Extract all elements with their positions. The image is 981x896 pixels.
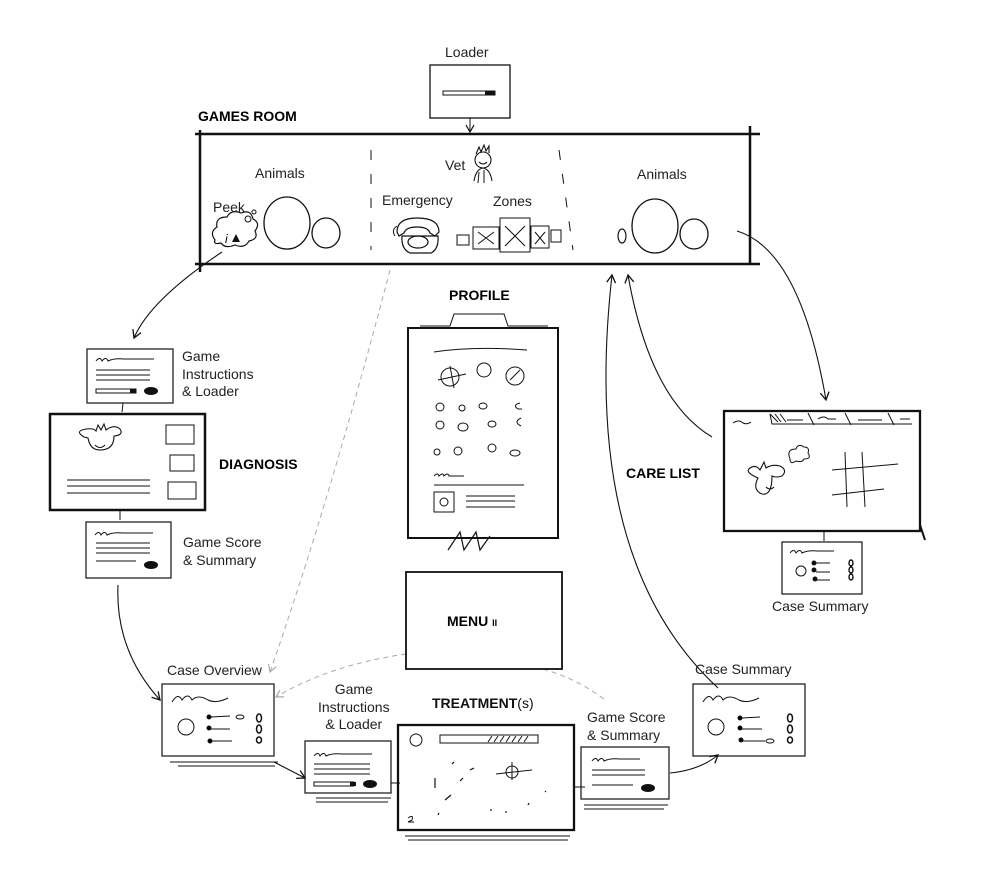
treatment-title-bold: TREATMENT <box>432 695 518 711</box>
dashed-menu-to-score <box>542 668 606 701</box>
label-line: & Loader <box>182 383 239 399</box>
diagnosis-screen[interactable] <box>48 412 207 512</box>
emergency-label: Emergency <box>382 192 453 208</box>
peek-label: Peek <box>213 199 245 215</box>
animal-eggs-right[interactable] <box>617 198 709 254</box>
svg-text:i: i <box>225 232 228 246</box>
diagnosis-instructions-label: Game Instructions & Loader <box>182 348 254 401</box>
diagnosis-instructions-card[interactable] <box>86 348 174 404</box>
menu-screen[interactable] <box>405 571 563 670</box>
dashed-menu-to-overview <box>274 653 407 698</box>
pause-icon: II <box>492 618 498 628</box>
arrow-score-to-overview <box>117 584 161 701</box>
treatment-title-suffix: (s) <box>517 695 534 711</box>
care-list-screen[interactable] <box>722 409 926 541</box>
animal-eggs-left[interactable] <box>263 196 341 250</box>
arrow-summary-to-games <box>605 273 719 689</box>
zone-divider-right <box>558 149 574 251</box>
care-list-title: CARE LIST <box>626 465 700 481</box>
label-line: Game Score <box>183 534 262 550</box>
label-line: & Summary <box>587 726 661 743</box>
left-animals-label: Animals <box>255 165 305 181</box>
vet-label: Vet <box>445 157 466 173</box>
label-line: Game Score <box>587 709 666 725</box>
zones-tiles[interactable] <box>456 217 562 253</box>
treatment-instructions-label: Game Instructions & Loader <box>318 681 390 734</box>
loader-box <box>429 64 511 134</box>
care-list-case-summary-card[interactable] <box>781 541 863 595</box>
label-line: Instructions <box>182 365 254 382</box>
loader-label: Loader <box>445 44 489 60</box>
care-list-case-summary-label: Case Summary <box>772 598 869 614</box>
peek-cloud-icon[interactable]: i <box>211 209 259 248</box>
menu-title: MENU II <box>447 613 497 629</box>
connector <box>121 402 124 413</box>
diagnosis-title: DIAGNOSIS <box>219 456 298 472</box>
games-room-title: GAMES ROOM <box>198 108 297 124</box>
arrow-games-to-carelist <box>736 230 830 402</box>
vet-figure-icon[interactable] <box>473 143 493 184</box>
label-line: Instructions <box>318 698 390 715</box>
menu-label: MENU <box>447 613 489 629</box>
profile-screen[interactable] <box>407 313 559 552</box>
final-case-summary-card[interactable] <box>692 683 806 757</box>
zones-label: Zones <box>493 193 532 209</box>
treatment-score-card[interactable] <box>580 746 670 810</box>
dashed-games-to-overview <box>267 269 391 674</box>
treatment-title: TREATMENT(s) <box>432 695 534 711</box>
diagnosis-score-label: Game Score & Summary <box>183 534 262 569</box>
treatment-score-label: Game Score & Summary <box>587 709 666 744</box>
arrow-carelist-to-games <box>624 273 713 438</box>
diagnosis-score-card[interactable] <box>85 521 172 579</box>
profile-title: PROFILE <box>449 287 510 303</box>
case-overview-label: Case Overview <box>167 662 262 678</box>
label-line: & Summary <box>183 551 257 568</box>
emergency-phone-icon[interactable] <box>392 217 440 254</box>
case-overview-card[interactable] <box>161 683 278 767</box>
arrow-games-to-diagnosis <box>132 251 223 340</box>
treatment-screen[interactable] <box>396 723 576 841</box>
label-line: Game <box>334 681 373 697</box>
label-line: Game <box>182 348 221 364</box>
games-room-frame <box>195 126 760 272</box>
final-case-summary-label: Case Summary <box>695 661 792 677</box>
treatment-instructions-card[interactable] <box>304 740 392 803</box>
right-animals-label: Animals <box>637 166 687 182</box>
label-line: & Loader <box>325 716 383 732</box>
